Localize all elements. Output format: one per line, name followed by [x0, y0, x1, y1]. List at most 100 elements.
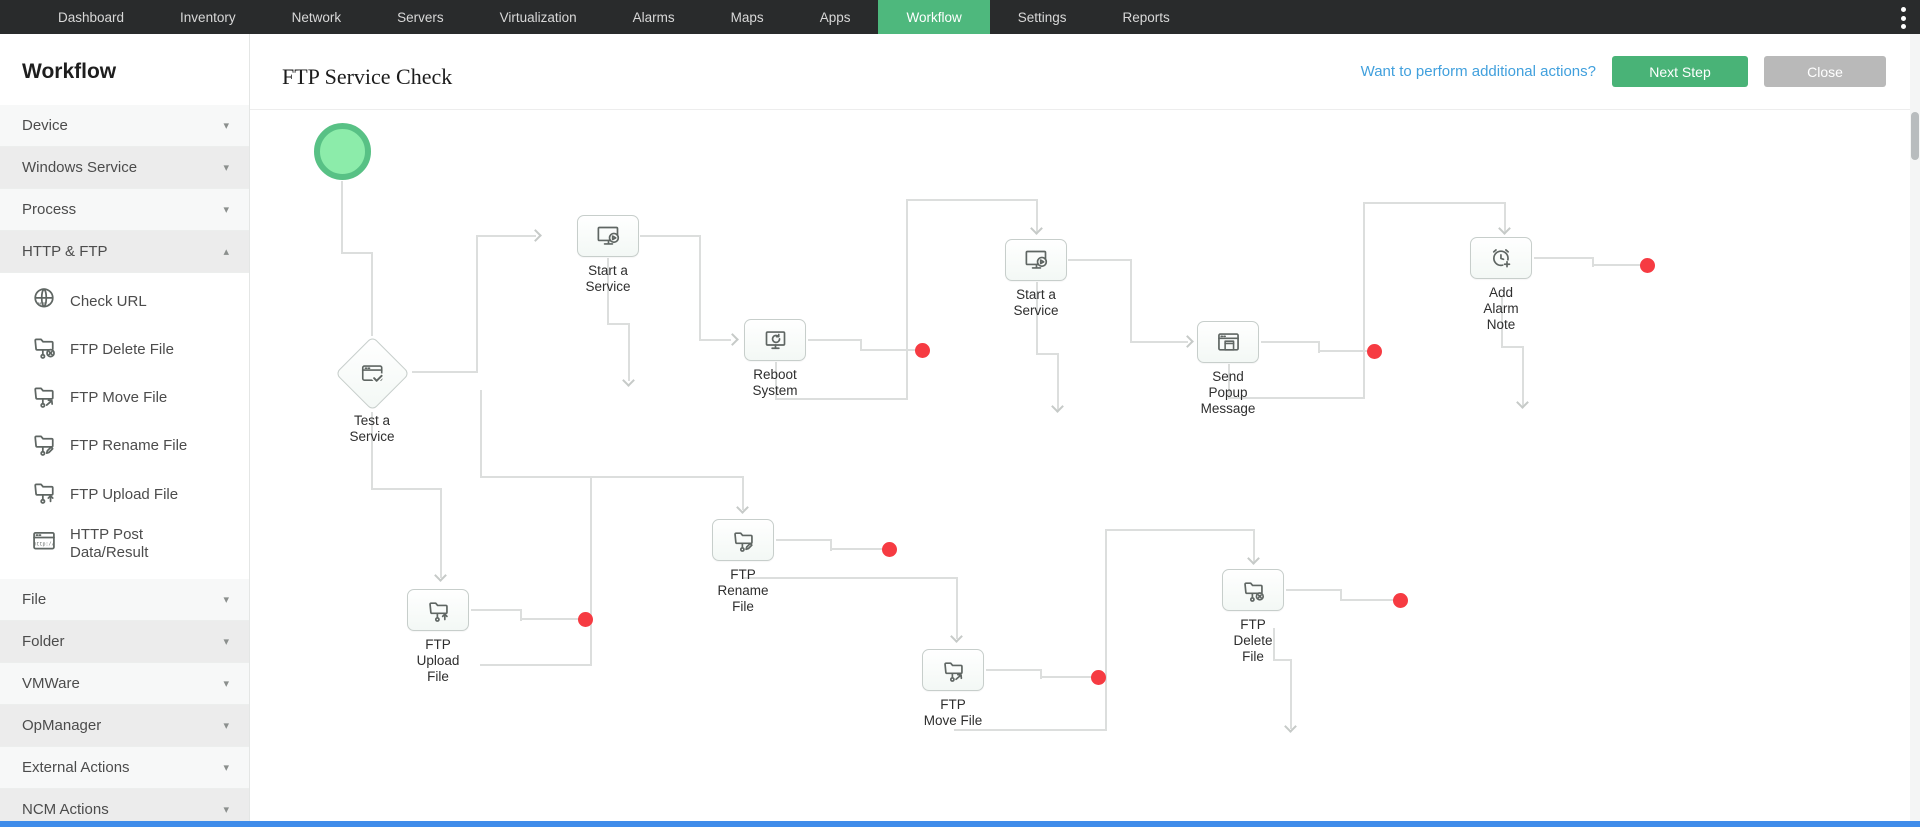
connector-line: [986, 669, 1041, 671]
nav-item-settings[interactable]: Settings: [1017, 9, 1067, 25]
end-point-dot[interactable]: [1393, 593, 1408, 608]
ftp-rename-icon: [30, 430, 58, 462]
sidebar-item-ftp-upload-file[interactable]: FTP Upload File: [0, 470, 249, 518]
connector-line: [480, 476, 743, 478]
nav-item-servers[interactable]: Servers: [397, 9, 444, 25]
workflow-node-test-a-service[interactable]: [335, 336, 410, 411]
nav-item-apps[interactable]: Apps: [819, 9, 851, 25]
nav-item-maps[interactable]: Maps: [730, 9, 764, 25]
chevron-down-icon: ▾: [223, 162, 229, 174]
ftp-upload-icon: [30, 478, 58, 510]
end-point-dot[interactable]: [882, 542, 897, 557]
sidebar-item-check-url[interactable]: www.Check URL: [0, 277, 249, 325]
chevron-down-icon: ▾: [223, 635, 229, 648]
sidebar-group-ncm-actions[interactable]: NCM Actions▾: [0, 788, 249, 827]
workflow-node-ftp-move-file[interactable]: [922, 649, 984, 691]
workflow-node-ftp-delete-file[interactable]: [1222, 569, 1284, 611]
connector-line: [1363, 203, 1365, 399]
chevron-down-icon: ▾: [223, 719, 229, 732]
sidebar-group-file[interactable]: File ▾: [0, 578, 249, 621]
sidebar-group-opmanager[interactable]: OpManager▾: [0, 704, 249, 747]
connector-line: [775, 398, 907, 400]
connector-line: [371, 252, 373, 336]
additional-actions-link[interactable]: Want to perform additional actions?: [1360, 63, 1596, 80]
sidebar-item-label: FTP Delete File: [70, 340, 174, 358]
workflow-node-ftp-rename-file[interactable]: [712, 519, 774, 561]
workflow-node-start-a-service-2[interactable]: [1005, 239, 1067, 281]
sidebar-item-ftp-delete-file[interactable]: FTP Delete File: [0, 325, 249, 373]
workflow-node-label-ftp-move-file: FTP Move File: [923, 697, 983, 728]
nav-item-reports[interactable]: Reports: [1122, 9, 1170, 25]
workflow-node-send-popup-message[interactable]: [1197, 321, 1259, 363]
ftp-move-icon: [30, 382, 58, 414]
kebab-menu-icon[interactable]: [1896, 7, 1910, 29]
next-step-button[interactable]: Next Step: [1612, 56, 1748, 87]
sidebar-item-ftp-move-file[interactable]: FTP Move File: [0, 374, 249, 422]
connector-line: [1340, 599, 1394, 601]
sidebar-group-label: Device: [22, 117, 68, 134]
sidebar-group-external-actions[interactable]: External Actions▾: [0, 746, 249, 789]
connector-line: [440, 488, 442, 578]
chevron-down-icon: ▾: [223, 803, 229, 816]
workflow-node-start-a-service-1[interactable]: [577, 215, 639, 257]
chevron-down-icon: ▾: [223, 593, 229, 606]
workflow-node-ftp-upload-file[interactable]: [407, 589, 469, 631]
connector-line: [371, 412, 373, 490]
workflow-node-add-alarm-note[interactable]: [1470, 237, 1532, 279]
sidebar-item-ftp-rename-file[interactable]: FTP Rename File: [0, 422, 249, 470]
end-point-dot[interactable]: [1091, 670, 1106, 685]
arrowhead-down-icon: [434, 569, 447, 582]
svg-text:www.: www.: [38, 301, 49, 306]
connector-line: [1290, 659, 1292, 729]
sidebar-group-label: File: [22, 590, 47, 608]
nav-item-inventory[interactable]: Inventory: [180, 9, 236, 25]
connector-line: [1036, 353, 1058, 355]
workflow-node-label-add-alarm-note: Add Alarm Note: [1483, 285, 1519, 332]
sidebar: Workflow Device▾Windows Service▾Process▾…: [0, 34, 250, 827]
scrollbar-thumb[interactable]: [1911, 112, 1919, 160]
end-point-dot[interactable]: [1367, 344, 1382, 359]
arrowhead-down-icon: [1516, 396, 1529, 409]
sidebar-group-folder[interactable]: Folder▾: [0, 620, 249, 663]
sidebar-group-label: VMWare: [22, 674, 80, 692]
globe-icon: www.: [30, 285, 58, 317]
connector-line: [476, 235, 536, 237]
workflow-node-label-ftp-upload-file: FTP Upload File: [416, 637, 460, 684]
connector-line: [699, 339, 731, 341]
sidebar-group-device[interactable]: Device ▾: [0, 105, 249, 147]
end-point-dot[interactable]: [578, 612, 593, 627]
chevron-down-icon: ▾: [223, 120, 229, 132]
workflow-node-label-send-popup-message: Send Popup Message: [1200, 369, 1256, 416]
nav-item-dashboard[interactable]: Dashboard: [58, 9, 125, 25]
connector-line: [906, 199, 1037, 201]
sidebar-group-windows-service[interactable]: Windows Service▾: [0, 147, 249, 189]
workflow-node-reboot-system[interactable]: [744, 319, 806, 361]
end-point-dot[interactable]: [915, 343, 930, 358]
connector-line: [607, 323, 629, 325]
nav-item-alarms[interactable]: Alarms: [632, 9, 675, 25]
sidebar-group-process[interactable]: Process▾: [0, 189, 249, 231]
sidebar-group-http-ftp[interactable]: HTTP & FTP▴: [0, 231, 249, 273]
nav-item-virtualization[interactable]: Virtualization: [499, 9, 577, 25]
close-button[interactable]: Close: [1764, 56, 1886, 87]
connector-line: [1534, 257, 1593, 259]
connector-line: [1040, 676, 1092, 678]
sidebar-title: Workflow: [22, 60, 117, 83]
connector-line: [590, 477, 592, 666]
nav-item-workflow[interactable]: Workflow: [878, 0, 990, 34]
connector-line: [480, 390, 482, 478]
nav-item-network[interactable]: Network: [291, 9, 342, 25]
arrowhead-down-icon: [1051, 400, 1064, 413]
sidebar-group-vmware[interactable]: VMWare▾: [0, 662, 249, 705]
connector-line: [954, 729, 1106, 731]
connector-line: [520, 618, 579, 620]
ftp-delete-icon: [30, 333, 58, 365]
workflow-node-label-test-a-service: Test a Service: [349, 413, 395, 444]
end-point-dot[interactable]: [1640, 258, 1655, 273]
chevron-down-icon: ▾: [223, 204, 229, 216]
workflow-node-start[interactable]: [314, 123, 371, 180]
sidebar-item-http-post-data-result[interactable]: http://HTTP Post Data/Result: [0, 518, 249, 569]
connector-line: [1363, 202, 1505, 204]
connector-line: [471, 609, 521, 611]
